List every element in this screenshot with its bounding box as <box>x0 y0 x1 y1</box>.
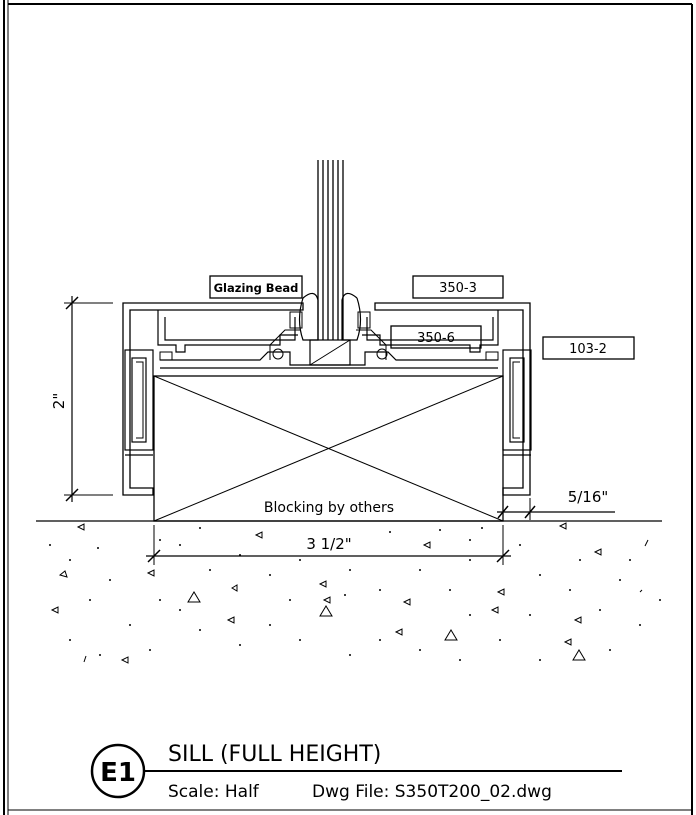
tag-glazing-bead: Glazing Bead <box>209 275 303 299</box>
drawing-border <box>3 0 693 815</box>
dwg-file-label: Dwg File: S350T200_02.dwg <box>312 782 552 802</box>
detail-title: SILL (FULL HEIGHT) <box>168 742 381 767</box>
detail-id: E1 <box>100 758 136 788</box>
tag-103-2: 103-2 <box>542 336 635 360</box>
tag-350-6: 350-6 <box>390 325 482 349</box>
height-dimension: 2" <box>50 296 113 502</box>
tag-350-3: 350-3 <box>412 275 504 299</box>
tag-glazing-bead-label: Glazing Bead <box>214 281 299 295</box>
height-dimension-label: 2" <box>50 393 68 409</box>
blocking-label: Blocking by others <box>264 500 394 516</box>
width-dimension: 3 1/2" <box>146 525 511 565</box>
tag-350-6-label: 350-6 <box>417 331 455 346</box>
offset-dimension-label: 5/16" <box>568 488 609 506</box>
sill-frame-profile <box>122 292 532 496</box>
title-block: E1 SILL (FULL HEIGHT) Scale: Half Dwg Fi… <box>90 742 622 802</box>
concrete-hatch <box>49 522 661 664</box>
tag-103-2-label: 103-2 <box>569 342 607 357</box>
width-dimension-label: 3 1/2" <box>306 535 351 553</box>
blocking-block: Blocking by others <box>153 375 504 522</box>
tag-350-3-label: 350-3 <box>439 281 477 296</box>
glass-panel <box>317 160 344 340</box>
scale-label: Scale: Half <box>168 782 260 802</box>
offset-dimension: 5/16" <box>497 488 615 520</box>
